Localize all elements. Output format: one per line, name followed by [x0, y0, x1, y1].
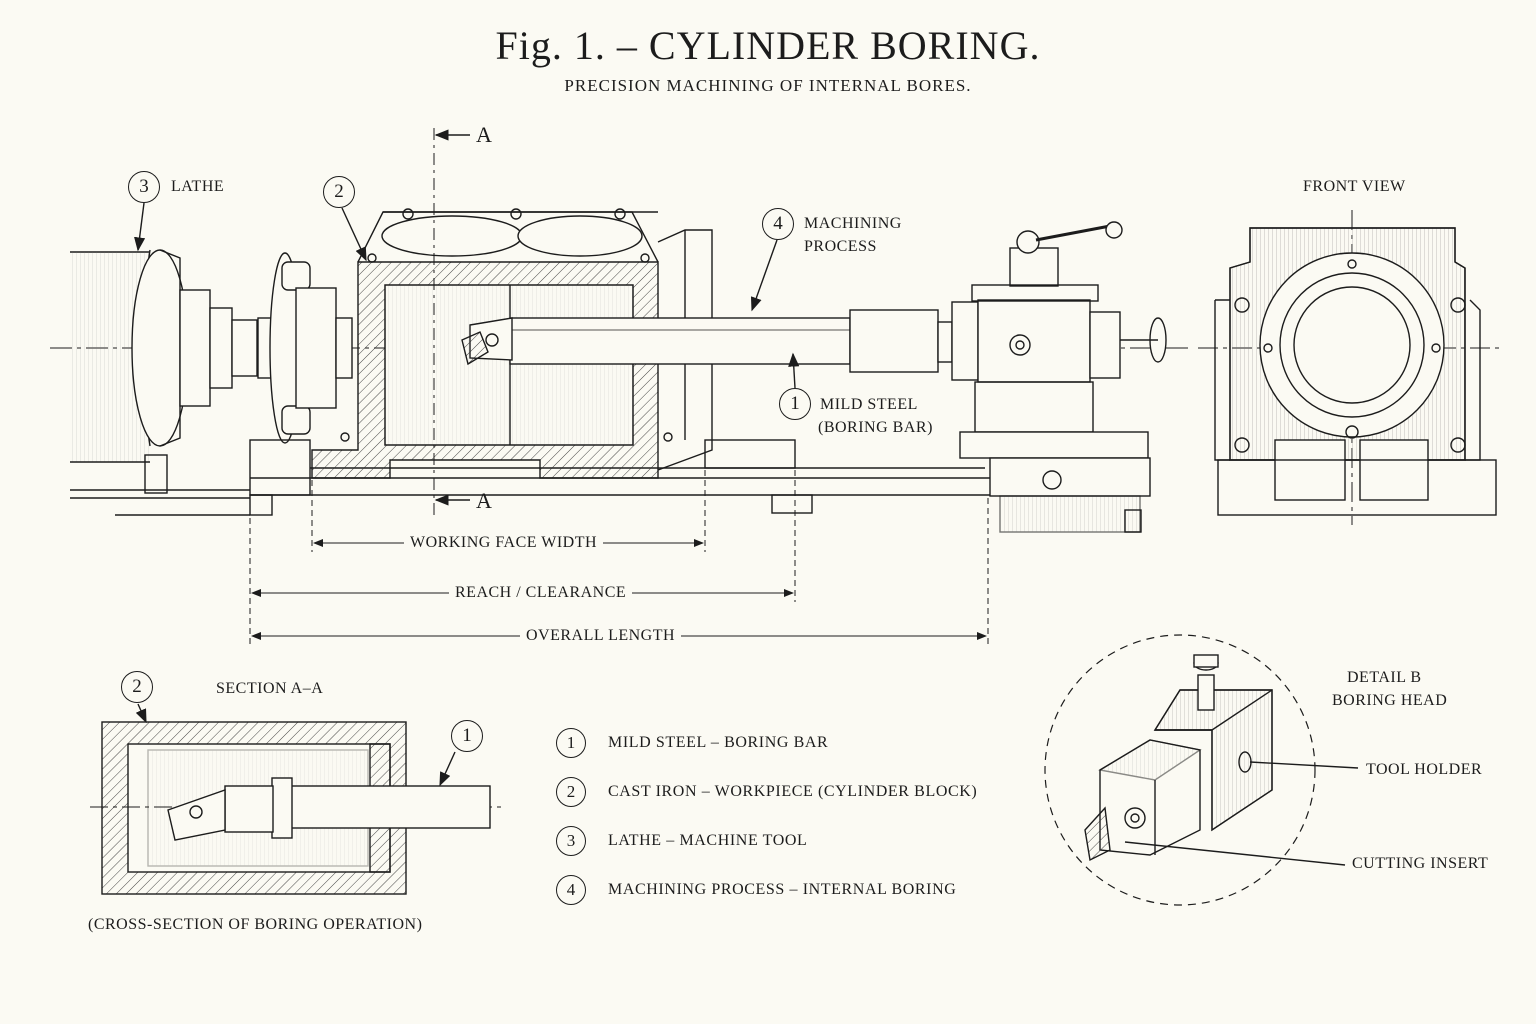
- detail-title-2: BORING HEAD: [1332, 692, 1448, 709]
- legend-text: LATHE – MACHINE TOOL: [608, 832, 808, 849]
- section-view-drawing: [90, 703, 505, 895]
- legend-text: CAST IRON – WORKPIECE (CYLINDER BLOCK): [608, 783, 978, 800]
- section-mark-bottom: A: [476, 488, 493, 513]
- front-view-label: FRONT VIEW: [1303, 178, 1406, 195]
- dim-working-face-width: WORKING FACE WIDTH: [404, 532, 604, 554]
- tool-post: [951, 221, 1167, 533]
- callout-lathe-label: LATHE: [171, 178, 225, 195]
- callout-bar-label-2: (BORING BAR): [818, 419, 933, 436]
- callout-bar-label-1: MILD STEEL: [820, 396, 918, 413]
- section-callout-workpiece: 2: [121, 671, 153, 703]
- callout-lathe-number: 3: [128, 171, 160, 203]
- figure-title: Fig. 1. – CYLINDER BORING.: [495, 23, 1041, 68]
- legend-text: MACHINING PROCESS – INTERNAL BORING: [608, 881, 957, 898]
- dimension-lines: [249, 470, 989, 648]
- legend-item: 4 MACHINING PROCESS – INTERNAL BORING: [556, 874, 956, 906]
- legend-number: 2: [556, 777, 586, 807]
- figure-subtitle: PRECISION MACHINING OF INTERNAL BORES.: [564, 76, 972, 95]
- section-callout-bar: 1: [451, 720, 483, 752]
- legend-number: 3: [556, 826, 586, 856]
- callout-process-label-2: PROCESS: [804, 238, 877, 255]
- callout-bar-number: 1: [779, 388, 811, 420]
- legend-text: MILD STEEL – BORING BAR: [608, 734, 829, 751]
- section-mark-top: A: [476, 122, 493, 147]
- dim-reach-clearance: REACH / CLEARANCE: [449, 582, 633, 604]
- callout-process-label-1: MACHINING: [804, 215, 902, 232]
- cylinder-block: [311, 208, 713, 479]
- callout-workpiece-number: 2: [323, 176, 355, 208]
- boring-bar: [461, 309, 953, 373]
- legend-item: 3 LATHE – MACHINE TOOL: [556, 825, 807, 857]
- section-cut-line: [433, 128, 470, 520]
- legend-item: 1 MILD STEEL – BORING BAR: [556, 727, 828, 759]
- leader-process: [750, 239, 778, 312]
- detail-cutting-insert-label: CUTTING INSERT: [1352, 855, 1489, 872]
- leader-workpiece: [341, 207, 367, 262]
- chuck: [257, 252, 353, 444]
- section-caption: (CROSS-SECTION OF BORING OPERATION): [88, 916, 423, 933]
- section-title: SECTION A–A: [216, 680, 324, 697]
- dim-overall-length: OVERALL LENGTH: [520, 625, 682, 647]
- detail-title-1: DETAIL B: [1347, 669, 1422, 686]
- lathe-headstock: [70, 249, 258, 516]
- leader-lathe: [134, 202, 146, 252]
- legend-number: 1: [556, 728, 586, 758]
- detail-b-drawing: [1044, 634, 1359, 906]
- detail-tool-holder-label: TOOL HOLDER: [1366, 761, 1483, 778]
- legend-item: 2 CAST IRON – WORKPIECE (CYLINDER BLOCK): [556, 776, 977, 808]
- leader-bar: [788, 352, 800, 389]
- callout-process-number: 4: [762, 208, 794, 240]
- front-view-drawing: [1198, 210, 1502, 525]
- legend-number: 4: [556, 875, 586, 905]
